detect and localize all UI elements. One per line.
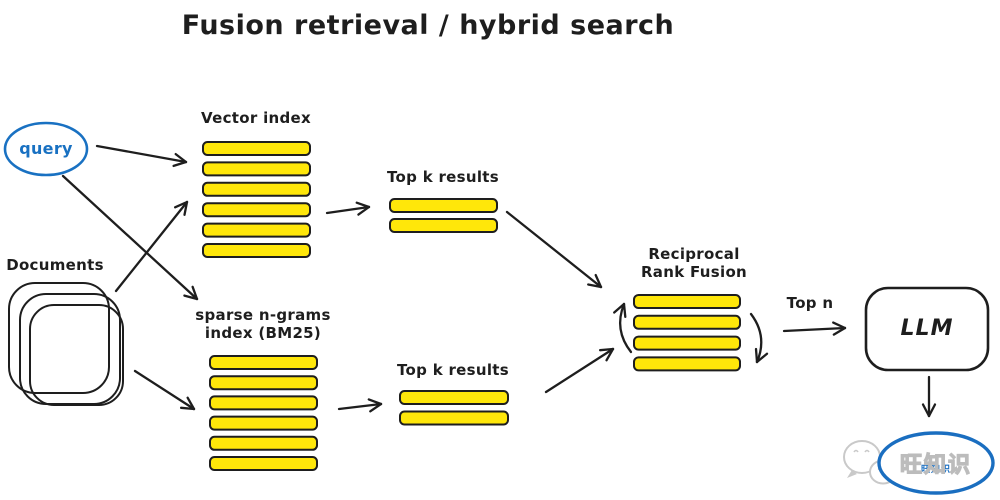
sparse-index-bars (209, 355, 318, 471)
documents-label: Documents (6, 256, 104, 274)
result-bar (633, 335, 741, 351)
watermark-ellipse (877, 431, 995, 495)
result-bar (633, 294, 741, 309)
result-bar (202, 161, 311, 177)
arrows-layer (61, 144, 937, 418)
vector-index-bars (202, 141, 311, 258)
topk-vector-label: Top k results (386, 168, 500, 186)
topk-vector-bars (389, 198, 498, 233)
result-bar (202, 181, 311, 197)
rrf-label-line2: Rank Fusion (640, 263, 748, 281)
rrf-label: Reciprocal Rank Fusion (641, 245, 747, 281)
rrf-bars (633, 294, 741, 372)
documents-stack (8, 282, 124, 406)
arrow-vector-index-to-topk (325, 201, 371, 216)
bars-layer (202, 141, 741, 471)
watermark-text: 旺知识 (899, 452, 973, 478)
result-bar (399, 410, 509, 426)
result-bar (209, 456, 318, 471)
query-ellipse (3, 121, 89, 177)
arrow-rrf-cycle-right (749, 312, 769, 364)
result-bar (633, 314, 741, 330)
sparse-index-label-line2: index (BM25) (204, 324, 322, 342)
arrow-rrf-to-llm-top-n (782, 321, 847, 336)
document-shape (19, 293, 121, 405)
arrow-topk-sparse-to-rrf (544, 347, 615, 394)
topk-sparse-bars (399, 390, 509, 426)
sparse-index-label-line1: sparse n-grams (195, 306, 331, 324)
top-n-label: Top n (786, 294, 834, 312)
llm-label: LLM (900, 316, 954, 341)
query-label: query (19, 139, 73, 158)
document-shape (29, 304, 124, 406)
result-bar (202, 243, 311, 258)
watermark: 旺知识 旺知识 (899, 447, 973, 479)
arrow-topk-vector-to-rrf (505, 210, 603, 289)
document-shape (8, 282, 110, 394)
sparse-index-label: sparse n-grams index (BM25) (195, 306, 330, 342)
arrow-query-to-vector-index (95, 144, 188, 168)
result-bar (209, 415, 318, 431)
result-bar (209, 395, 318, 411)
result-bar (389, 198, 498, 213)
result-bar (202, 222, 311, 238)
arrow-sparse-index-to-topk (337, 398, 383, 413)
arrow-llm-to-output (921, 375, 937, 418)
arrow-rrf-cycle-left (613, 302, 633, 354)
vector-index-label: Vector index (201, 109, 311, 127)
result-bar (202, 202, 311, 218)
arrow-documents-to-vector-index (114, 200, 189, 293)
llm-box (864, 286, 990, 372)
result-bar (209, 355, 318, 370)
diagram-title: Fusion retrieval / hybrid search (181, 10, 675, 41)
watermark-small-text: 旺知识 (920, 465, 951, 475)
result-bar (209, 375, 318, 391)
result-bar (633, 356, 741, 372)
rrf-label-line1: Reciprocal (648, 245, 740, 263)
arrow-documents-to-sparse-index (133, 369, 196, 411)
topk-sparse-label: Top k results (396, 361, 510, 379)
arrow-query-to-sparse-index (61, 174, 199, 301)
result-bar (202, 141, 311, 156)
result-bar (389, 218, 498, 233)
result-bar (399, 390, 509, 405)
result-bar (209, 435, 318, 451)
